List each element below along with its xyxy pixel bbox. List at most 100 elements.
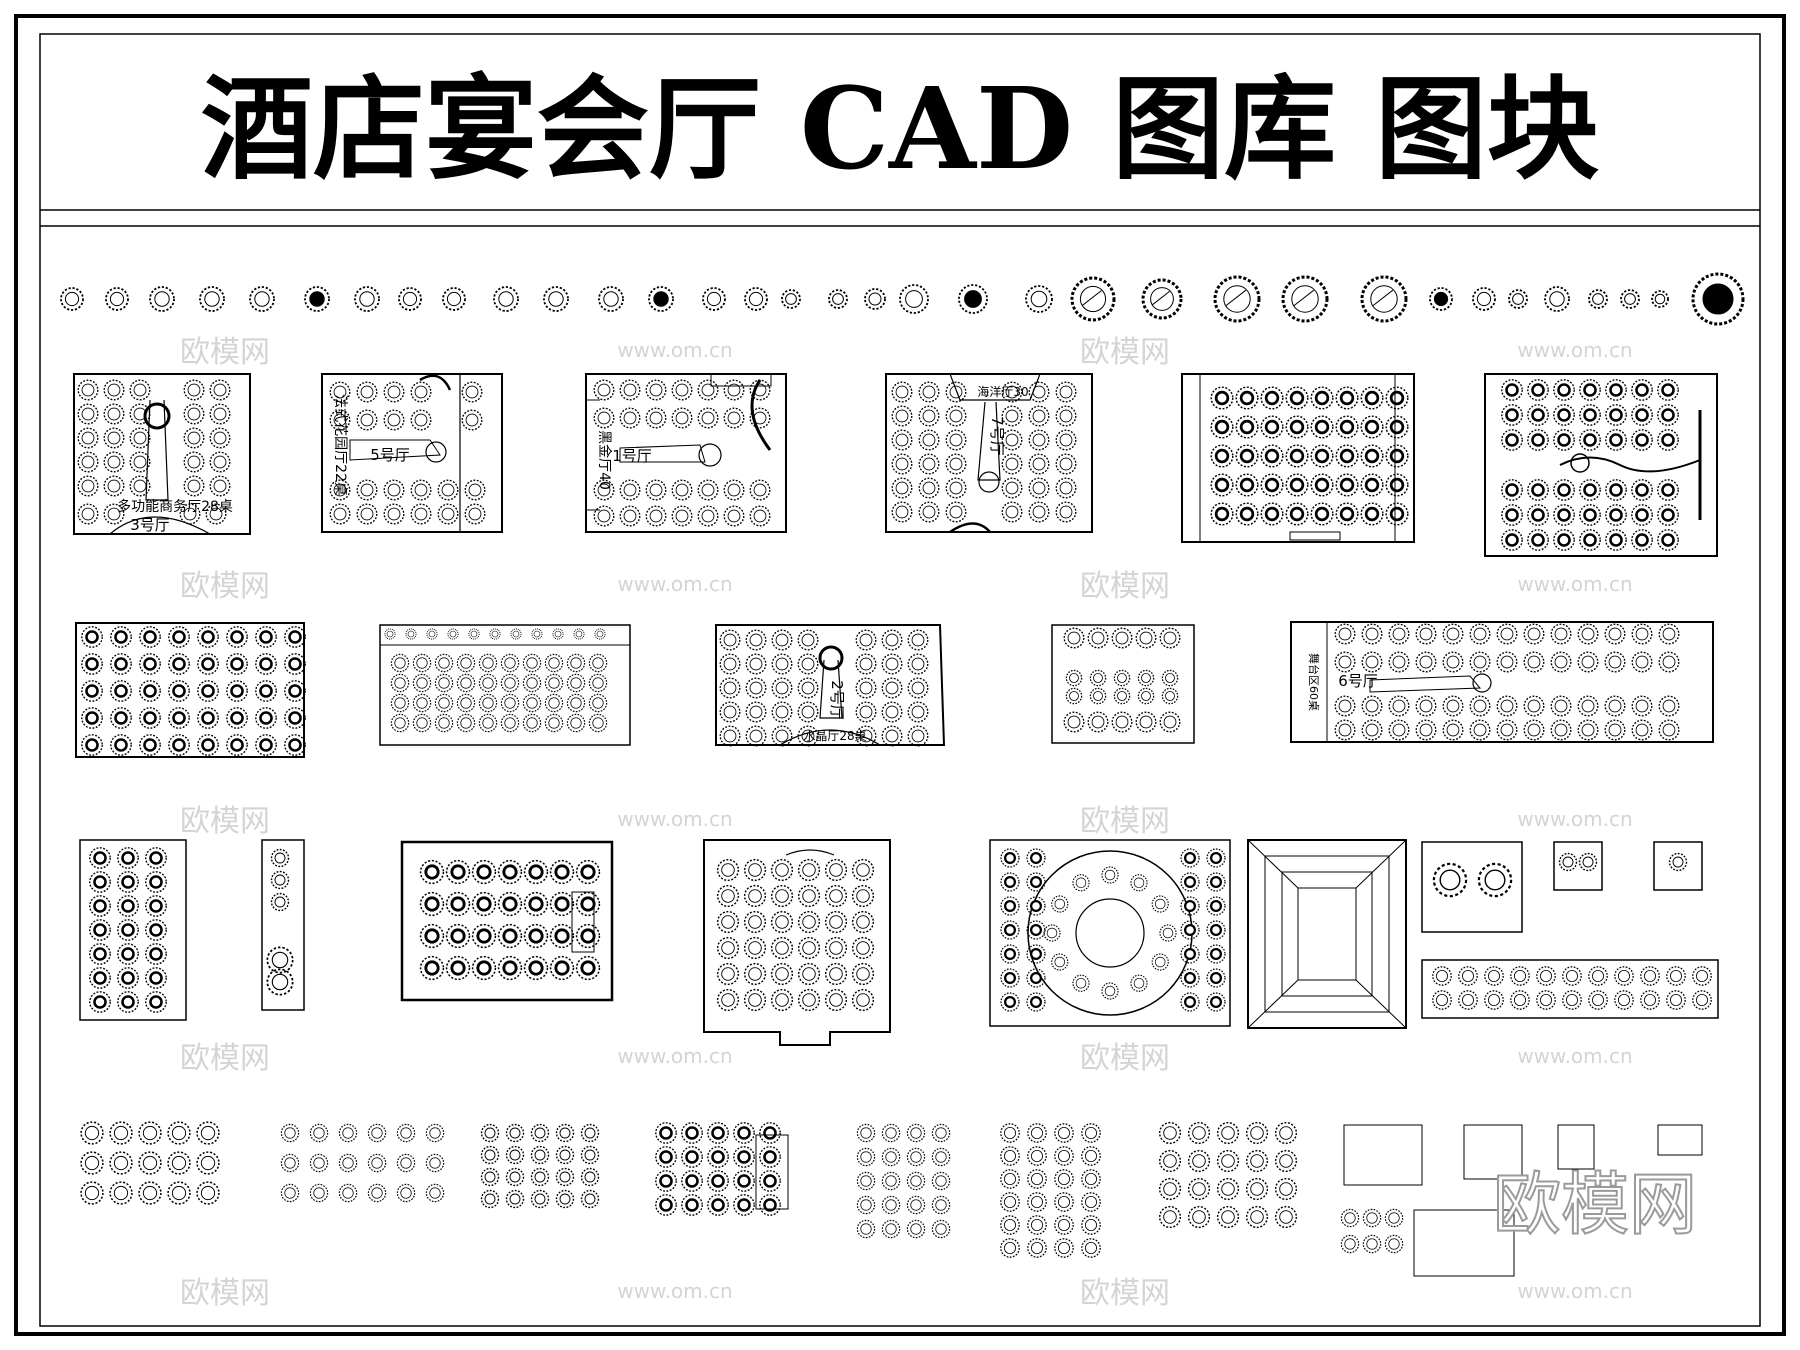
- table-symbol: [555, 1167, 575, 1187]
- table-symbol: [931, 1147, 951, 1167]
- table-symbol: [797, 884, 821, 908]
- table-symbol: [1385, 502, 1409, 526]
- chair-ring: [543, 286, 569, 312]
- table-symbol: [1666, 990, 1686, 1010]
- table-symbol: [1458, 990, 1478, 1010]
- watermark-brand: 欧模网: [1080, 804, 1170, 839]
- table-top: [785, 293, 797, 305]
- table-symbol: [1501, 404, 1523, 426]
- table-symbol: [1360, 275, 1408, 323]
- table-symbol: [707, 1170, 729, 1192]
- table-symbol: [797, 988, 821, 1012]
- table-symbol: [719, 725, 741, 747]
- table-symbol: [523, 859, 549, 885]
- table-symbol: [1578, 852, 1598, 872]
- table-symbol: [1614, 966, 1634, 986]
- table-symbol: [149, 286, 175, 312]
- table-symbol: [824, 858, 848, 882]
- table-symbol: [1334, 623, 1356, 645]
- table-symbol: [167, 1121, 191, 1145]
- chair-ring: [1588, 289, 1608, 309]
- table-symbol: [770, 884, 794, 908]
- table-symbol: [1026, 872, 1046, 892]
- table-symbol: [1553, 504, 1575, 526]
- table-top: [359, 291, 375, 307]
- restroom-plan: [1463, 1124, 1523, 1180]
- table-symbol: [1274, 1149, 1298, 1173]
- table-symbol: [881, 653, 903, 675]
- table-symbol: [1666, 966, 1686, 986]
- table-symbol: [1631, 479, 1653, 501]
- table-symbol: [530, 1167, 550, 1187]
- table-symbol: [145, 895, 167, 917]
- table-symbol: [580, 1123, 600, 1143]
- table-symbol: [1310, 502, 1334, 526]
- table-symbol: [81, 626, 103, 648]
- table-symbol: [139, 680, 161, 702]
- table-symbol: [544, 673, 564, 693]
- hatch-line: [1152, 291, 1170, 306]
- table-symbol: [1415, 623, 1437, 645]
- table-symbol: [1051, 895, 1069, 913]
- sheet-title: 酒店宴会厅 CAD 图库 图块: [201, 64, 1599, 195]
- table-symbol: [522, 713, 542, 733]
- table-symbol: [480, 1189, 500, 1209]
- table-symbol: [856, 1147, 876, 1167]
- chair-ring: [60, 287, 84, 311]
- table-symbol: [89, 967, 111, 989]
- table-symbol: [280, 1153, 300, 1173]
- table-symbol: [1285, 473, 1309, 497]
- table-symbol: [412, 693, 432, 713]
- table-symbol: [1527, 529, 1549, 551]
- staircase: [949, 522, 991, 534]
- table-top: [748, 291, 764, 307]
- table-symbol: [456, 693, 476, 713]
- table-symbol: [89, 919, 111, 941]
- table-symbol: [1026, 992, 1046, 1012]
- table-symbol: [338, 1183, 358, 1203]
- hall5-outline: [321, 373, 503, 533]
- table-symbol: [1334, 695, 1356, 717]
- table-top: [653, 291, 669, 307]
- table-symbol: [824, 910, 848, 934]
- table-symbol: [1206, 920, 1226, 940]
- table-symbol: [549, 955, 575, 981]
- table-symbol: [226, 653, 248, 675]
- table-symbol: [1577, 719, 1599, 741]
- table-symbol: [1210, 415, 1234, 439]
- table-symbol: [1384, 1234, 1404, 1254]
- table-symbol: [1089, 669, 1107, 687]
- table-top: [1654, 293, 1666, 305]
- chair-ring: [702, 287, 726, 311]
- table-symbol: [412, 713, 432, 733]
- table-symbol: [1206, 872, 1226, 892]
- hall3-number-label: 3号厅: [130, 516, 170, 534]
- runway: [1559, 456, 1701, 473]
- table-symbol: [945, 405, 967, 427]
- table-symbol: [419, 859, 445, 885]
- table-symbol: [168, 734, 190, 756]
- table-symbol: [110, 626, 132, 648]
- table-symbol: [697, 407, 719, 429]
- table-symbol: [1000, 1146, 1020, 1166]
- table-symbol: [500, 693, 520, 713]
- round-stage-outer: [1027, 850, 1193, 1016]
- watermark-url: www.om.cn: [617, 1044, 732, 1068]
- table-symbol: [743, 962, 767, 986]
- table-symbol: [138, 1121, 162, 1145]
- watermark-brand: 欧模网: [1080, 1041, 1170, 1076]
- table-symbol: [671, 505, 693, 527]
- table-symbol: [681, 1170, 703, 1192]
- table-symbol: [434, 653, 454, 673]
- table-symbol: [530, 1145, 550, 1165]
- table-symbol: [478, 653, 498, 673]
- table-top: [1223, 285, 1251, 313]
- chair-ring: [304, 286, 330, 312]
- table-symbol: [1158, 1121, 1182, 1145]
- table-symbol: [1458, 966, 1478, 986]
- table-symbol: [1180, 968, 1200, 988]
- table-symbol: [89, 943, 111, 965]
- table-symbol: [1028, 381, 1050, 403]
- table-symbol: [1081, 1215, 1101, 1235]
- table-symbol: [1000, 896, 1020, 916]
